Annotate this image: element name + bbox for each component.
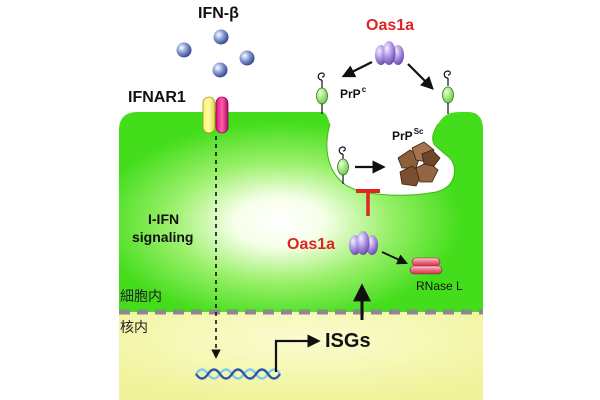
ifnar1-label: IFNAR1 [128, 89, 186, 106]
i-ifn-signaling-label-line2: signaling [132, 229, 194, 245]
prpsc-label: PrPSc [392, 127, 424, 143]
prpc-protein-icon [442, 70, 454, 114]
nucleus-region [119, 312, 483, 400]
cytoplasm-label: 細胞内 [120, 289, 162, 305]
oas1a-to-prpc-right-arrow [407, 63, 434, 90]
inhibition-mark [356, 189, 380, 216]
oas1a-mid-label: Oas1a [287, 236, 336, 253]
prpsc-aggregate-icon [397, 141, 441, 187]
dna-helix-icon [195, 368, 281, 380]
prpc-protein-icon [337, 146, 349, 184]
cytoplasm-region [119, 112, 483, 312]
rnase-l-icon [409, 257, 443, 275]
isgs-label: ISGs [325, 330, 371, 352]
prpc-label: PrPc [340, 85, 367, 101]
transcription-arrow [274, 334, 321, 372]
nucleus-label: 核内 [120, 320, 148, 336]
prpc-protein-icon [316, 72, 328, 114]
oas1a-protein-icon [349, 231, 378, 255]
ifn-beta-label: IFN-β [198, 5, 239, 22]
ifn-beta-molecule-icon [176, 29, 255, 78]
ifnar1-receptor-icon [202, 96, 229, 134]
rnase-l-label: RNase L [416, 279, 463, 293]
oas1a-top-label: Oas1a [366, 17, 415, 34]
oas1a-protein-icon [375, 41, 404, 65]
i-ifn-signaling-label-line1: I-IFN [148, 211, 180, 227]
oas1a-to-rnase-l-arrow [381, 251, 408, 265]
oas1a-to-prpc-left-arrow [341, 61, 373, 78]
